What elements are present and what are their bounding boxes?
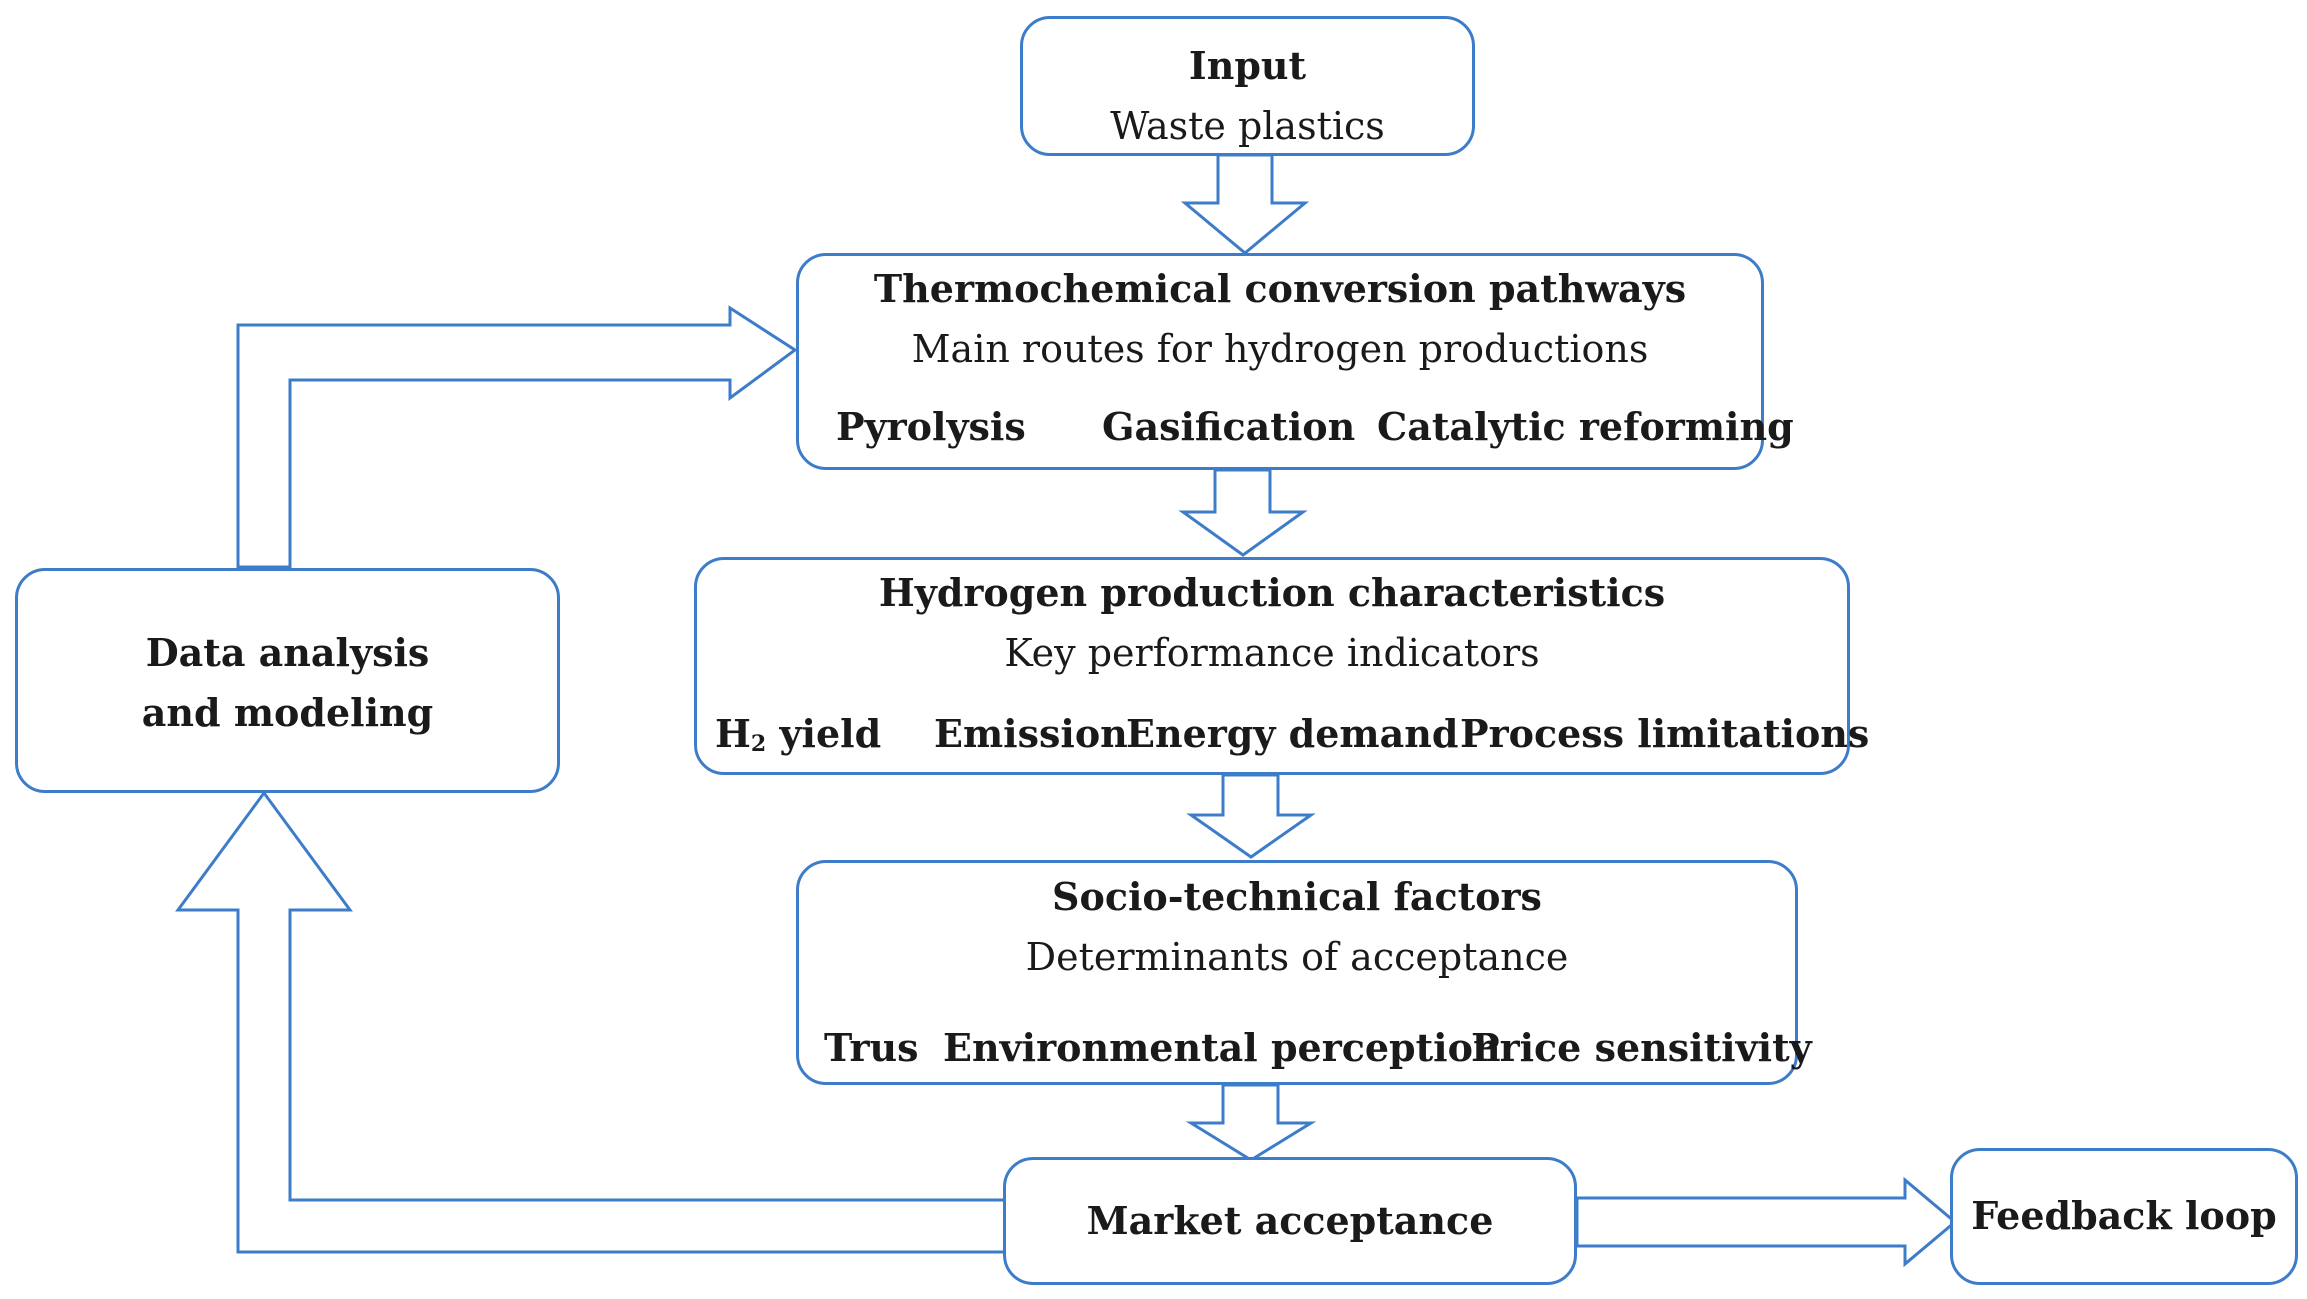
arrow-characteristics-to-socio <box>1186 773 1316 859</box>
market-title: Market acceptance <box>1086 1198 1494 1243</box>
characteristics-subtitle: Key performance indicators <box>1004 631 1540 675</box>
arrow-market-to-feedback <box>1575 1176 1958 1268</box>
data-analysis-box: Data analysis and modeling <box>15 568 560 793</box>
conversion-title: Thermochemical conversion pathways <box>873 266 1687 311</box>
socio-technical-box: Socio-technical factors Determinants of … <box>796 860 1812 1085</box>
feedback-loop-box: Feedback loop <box>1950 1148 2298 1285</box>
arrow-conversion-to-characteristics <box>1178 468 1308 557</box>
arrow-data-analysis-to-conversion <box>236 305 798 569</box>
conversion-box: Thermochemical conversion pathways Main … <box>796 253 1794 470</box>
input-box: Input Waste plastics <box>1020 16 1475 156</box>
characteristics-item-energy-demand: Energy demand <box>1126 711 1459 756</box>
h2-subscript: 2 <box>750 731 767 757</box>
characteristics-item-h2-yield: H2 yield <box>715 715 881 756</box>
input-title: Input <box>1188 43 1307 88</box>
socio-item-price-sensitivity: Price sensitivity <box>1471 1025 1812 1070</box>
characteristics-title: Hydrogen production characteristics <box>878 570 1666 615</box>
data-analysis-line2: and modeling <box>141 690 434 735</box>
data-analysis-line1: Data analysis <box>145 630 430 675</box>
characteristics-item-process-limitations: Process limitations <box>1460 711 1870 756</box>
arrow-market-to-data-analysis <box>175 790 1007 1254</box>
arrow-input-to-conversion <box>1180 153 1310 255</box>
socio-title: Socio-technical factors <box>1052 874 1542 919</box>
socio-item-environmental-perception: Environmental perception <box>943 1025 1501 1070</box>
h2-yield-text: yield <box>766 711 882 756</box>
conversion-item-gasification: Gasification <box>1102 404 1356 449</box>
input-subtitle: Waste plastics <box>1110 104 1385 148</box>
feedback-title: Feedback loop <box>1971 1193 2277 1238</box>
socio-item-trus: Trus <box>824 1025 919 1070</box>
market-acceptance-box: Market acceptance <box>1003 1157 1577 1285</box>
conversion-subtitle: Main routes for hydrogen productions <box>911 327 1649 371</box>
socio-subtitle: Determinants of acceptance <box>1025 935 1569 979</box>
conversion-item-pyrolysis: Pyrolysis <box>836 404 1026 449</box>
characteristics-box: Hydrogen production characteristics Key … <box>694 557 1869 775</box>
h2-symbol: H <box>715 711 751 756</box>
conversion-item-catalytic-reforming: Catalytic reforming <box>1377 404 1794 449</box>
characteristics-item-emission: Emission <box>934 711 1128 756</box>
arrow-socio-to-market <box>1185 1083 1317 1162</box>
